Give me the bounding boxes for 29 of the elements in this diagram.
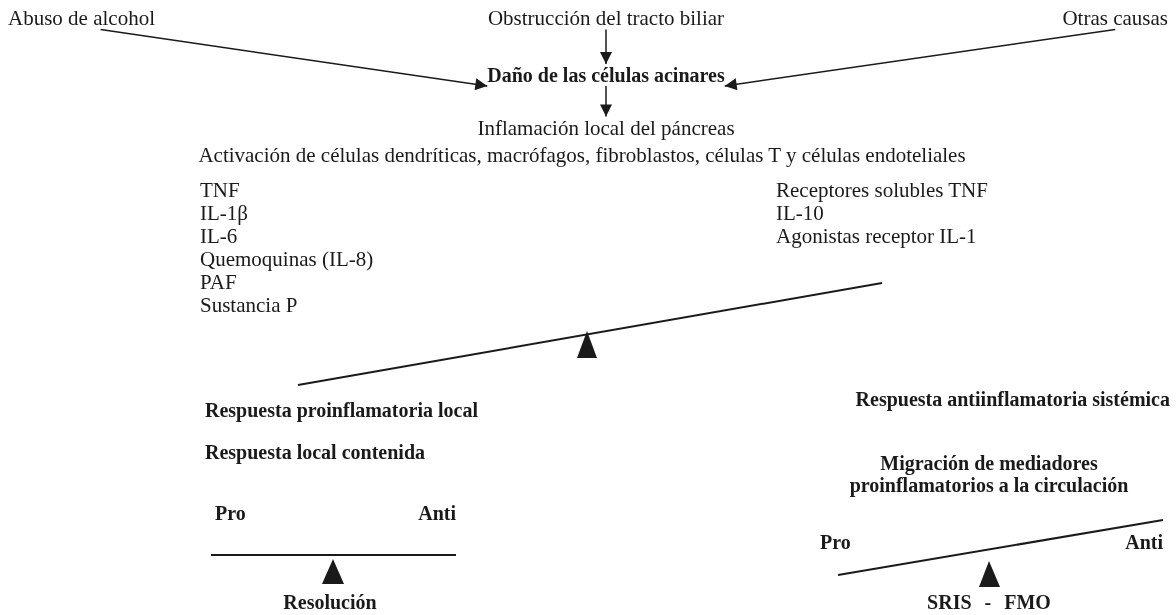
diagram-text: Anti bbox=[418, 502, 456, 524]
flow-text: Otras causas bbox=[1062, 6, 1168, 30]
diagram-text: Respuesta local contenida bbox=[205, 441, 425, 463]
diagram-text: Respuesta antiinflamatoria sistémica bbox=[855, 388, 1170, 410]
mediator-item: PAF bbox=[200, 270, 237, 294]
arrow bbox=[600, 85, 612, 118]
flow-text: Inflamación local del páncreas bbox=[477, 116, 735, 140]
mediator-item: IL-1β bbox=[200, 201, 248, 225]
diagram-text: Migración de mediadores proinflamatorios a la circulación bbox=[848, 452, 1130, 496]
mediator-item: Receptores solubles TNF bbox=[776, 178, 988, 202]
mediator-item: Quemoquinas (IL-8) bbox=[200, 247, 374, 271]
diagram-text: Pro bbox=[215, 502, 246, 524]
arrow bbox=[723, 28, 1116, 91]
diagram-text: Activación de células dendríticas, macrófagos, fibroblastos, células T y células endoteliales bbox=[198, 143, 966, 167]
diagram-text: SRIS - FMO bbox=[927, 591, 1051, 613]
arrow bbox=[99, 28, 489, 91]
flow-text: Abuso de alcohol bbox=[8, 6, 155, 30]
mediator-item: TNF bbox=[200, 178, 240, 202]
flow-text: Obstrucción del tracto biliar bbox=[487, 6, 725, 30]
mediator-item: Sustancia P bbox=[200, 293, 298, 317]
arrow bbox=[600, 28, 612, 65]
mediator-item: IL-10 bbox=[776, 201, 824, 225]
flow-text: Daño de las células acinares bbox=[487, 64, 725, 86]
diagram-text: Respuesta proinflamatoria local bbox=[205, 399, 478, 421]
diagram-text: Pro bbox=[820, 531, 851, 553]
mediator-item: Agonistas receptor IL-1 bbox=[776, 224, 977, 248]
diagram-text: Resolución bbox=[283, 591, 377, 613]
diagram-text: Anti bbox=[1125, 531, 1163, 553]
mediator-item: IL-6 bbox=[200, 224, 238, 248]
